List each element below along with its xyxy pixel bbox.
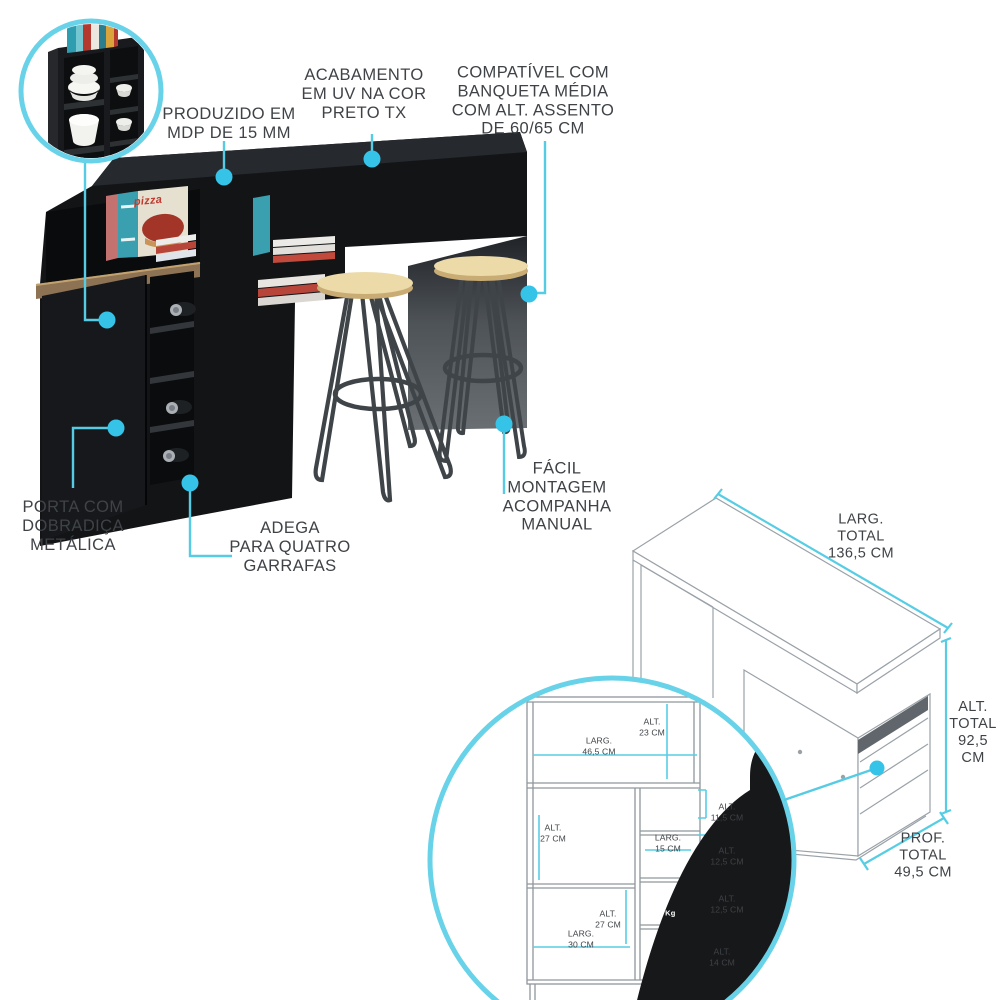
callout-produzido: PRODUZIDO EM MDP DE 15 MM (162, 105, 296, 142)
weight-label-5kg: 5 Kg (659, 861, 677, 871)
dim-alt-11-5: ALT. 11,5 CM (710, 801, 744, 822)
callout-compativel: COMPATÍVEL COM BANQUETA MÉDIA COM ALT. A… (451, 63, 615, 138)
bar-table-illustration (35, 132, 528, 546)
magazine-title: pizza (133, 193, 163, 209)
callout-adega: ADEGA PARA QUATRO GARRAFAS (229, 518, 351, 575)
wine-bottle (170, 302, 196, 316)
callout-dot (520, 285, 538, 303)
dimension-larg-total: LARG. TOTAL 136,5 CM (827, 511, 895, 562)
white-bowls (68, 65, 132, 146)
stool-seat (434, 256, 528, 276)
callout-dot (495, 415, 513, 433)
dim-alt-14: ALT. 14 CM (709, 946, 735, 967)
weight-label-5kg: 5 Kg (624, 766, 642, 776)
callout-dot (363, 150, 381, 168)
wine-rack (150, 271, 196, 485)
wine-bottle (166, 400, 192, 414)
weight-label-5kg: 5 Kg (661, 814, 679, 824)
weight-label-10kg: 10 Kg (601, 679, 623, 689)
table-top-face (92, 132, 527, 186)
dim-alt-27-top: ALT. 27 CM (540, 822, 566, 843)
stool-left (313, 272, 453, 503)
callout-dot (181, 474, 199, 492)
dim-alt-23: ALT. 23 CM (639, 716, 665, 737)
callout-dot (107, 419, 125, 437)
dimension-alt-total: ALT. TOTAL 92,5 CM (949, 698, 997, 767)
dim-larg-46-5: LARG. 46,5 CM (582, 735, 616, 756)
callout-dot (869, 760, 885, 776)
callout-dots (98, 150, 538, 492)
stool-seat (317, 272, 413, 294)
dimension-prof-total: PROF. TOTAL 49,5 CM (894, 830, 952, 881)
stool-right (434, 256, 528, 464)
wine-bottle (163, 448, 189, 462)
dim-alt-12-5-b: ALT. 12,5 CM (710, 893, 744, 914)
magnifier-leader (783, 760, 885, 802)
wood-strip-highlight (35, 262, 201, 286)
overall-dimension-lines (713, 488, 953, 871)
weight-label-5kg: 5 Kg (658, 908, 676, 918)
detail-circle-shelf (18, 18, 164, 164)
bookshelf-deep-books (253, 195, 335, 306)
callout-porta: PORTA COM DOBRADIÇA METÁLICA (22, 497, 124, 554)
callout-acabamento: ACABAMENTO EM UV NA COR PRETO TX (301, 65, 427, 122)
dim-larg-30: LARG. 30 CM (567, 928, 595, 949)
technical-drawing (631, 497, 942, 861)
dim-larg-15: LARG. 15 CM (654, 832, 682, 853)
bookshelf-books (106, 186, 196, 262)
weight-label-5kg: 5 Kg (577, 867, 595, 877)
dim-alt-27-bottom: ALT. 27 CM (595, 908, 621, 929)
callout-dot (215, 168, 233, 186)
weight-label-5kg: 5 Kg (574, 967, 592, 977)
dim-alt-12-5-a: ALT. 12,5 CM (710, 845, 744, 866)
callout-dot (98, 311, 116, 329)
detail-circle-measurements (427, 675, 797, 1000)
callout-facil: FÁCIL MONTAGEM ACOMPANHA MANUAL (502, 459, 612, 534)
door-panel (42, 275, 146, 541)
